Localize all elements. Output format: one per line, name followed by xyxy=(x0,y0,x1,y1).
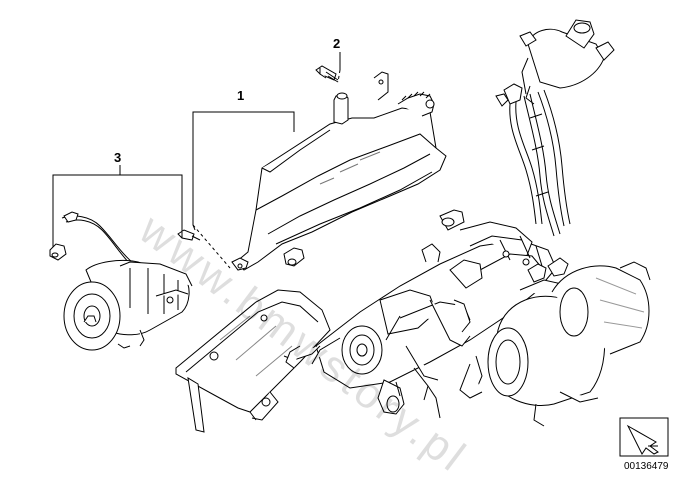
callout-part-1: 1 xyxy=(237,88,245,103)
callout-part-3: 3 xyxy=(114,150,122,165)
hydraulic-unit xyxy=(283,209,567,419)
direction-arrow-icon xyxy=(619,417,669,457)
line-connectors xyxy=(527,257,569,283)
actuator-cylinders xyxy=(487,261,651,427)
leader-lines xyxy=(52,52,341,269)
mounting-bracket xyxy=(175,289,331,433)
pressure-sensor xyxy=(495,19,615,107)
diagram-number: 00136479 xyxy=(624,461,669,472)
bolt-part-1 xyxy=(177,229,201,241)
control-unit-part-1 xyxy=(231,71,447,271)
hydraulic-lines xyxy=(509,89,571,237)
bolt-part-2 xyxy=(315,65,339,83)
callout-part-2: 2 xyxy=(333,36,341,51)
pump-part-3 xyxy=(49,211,193,351)
